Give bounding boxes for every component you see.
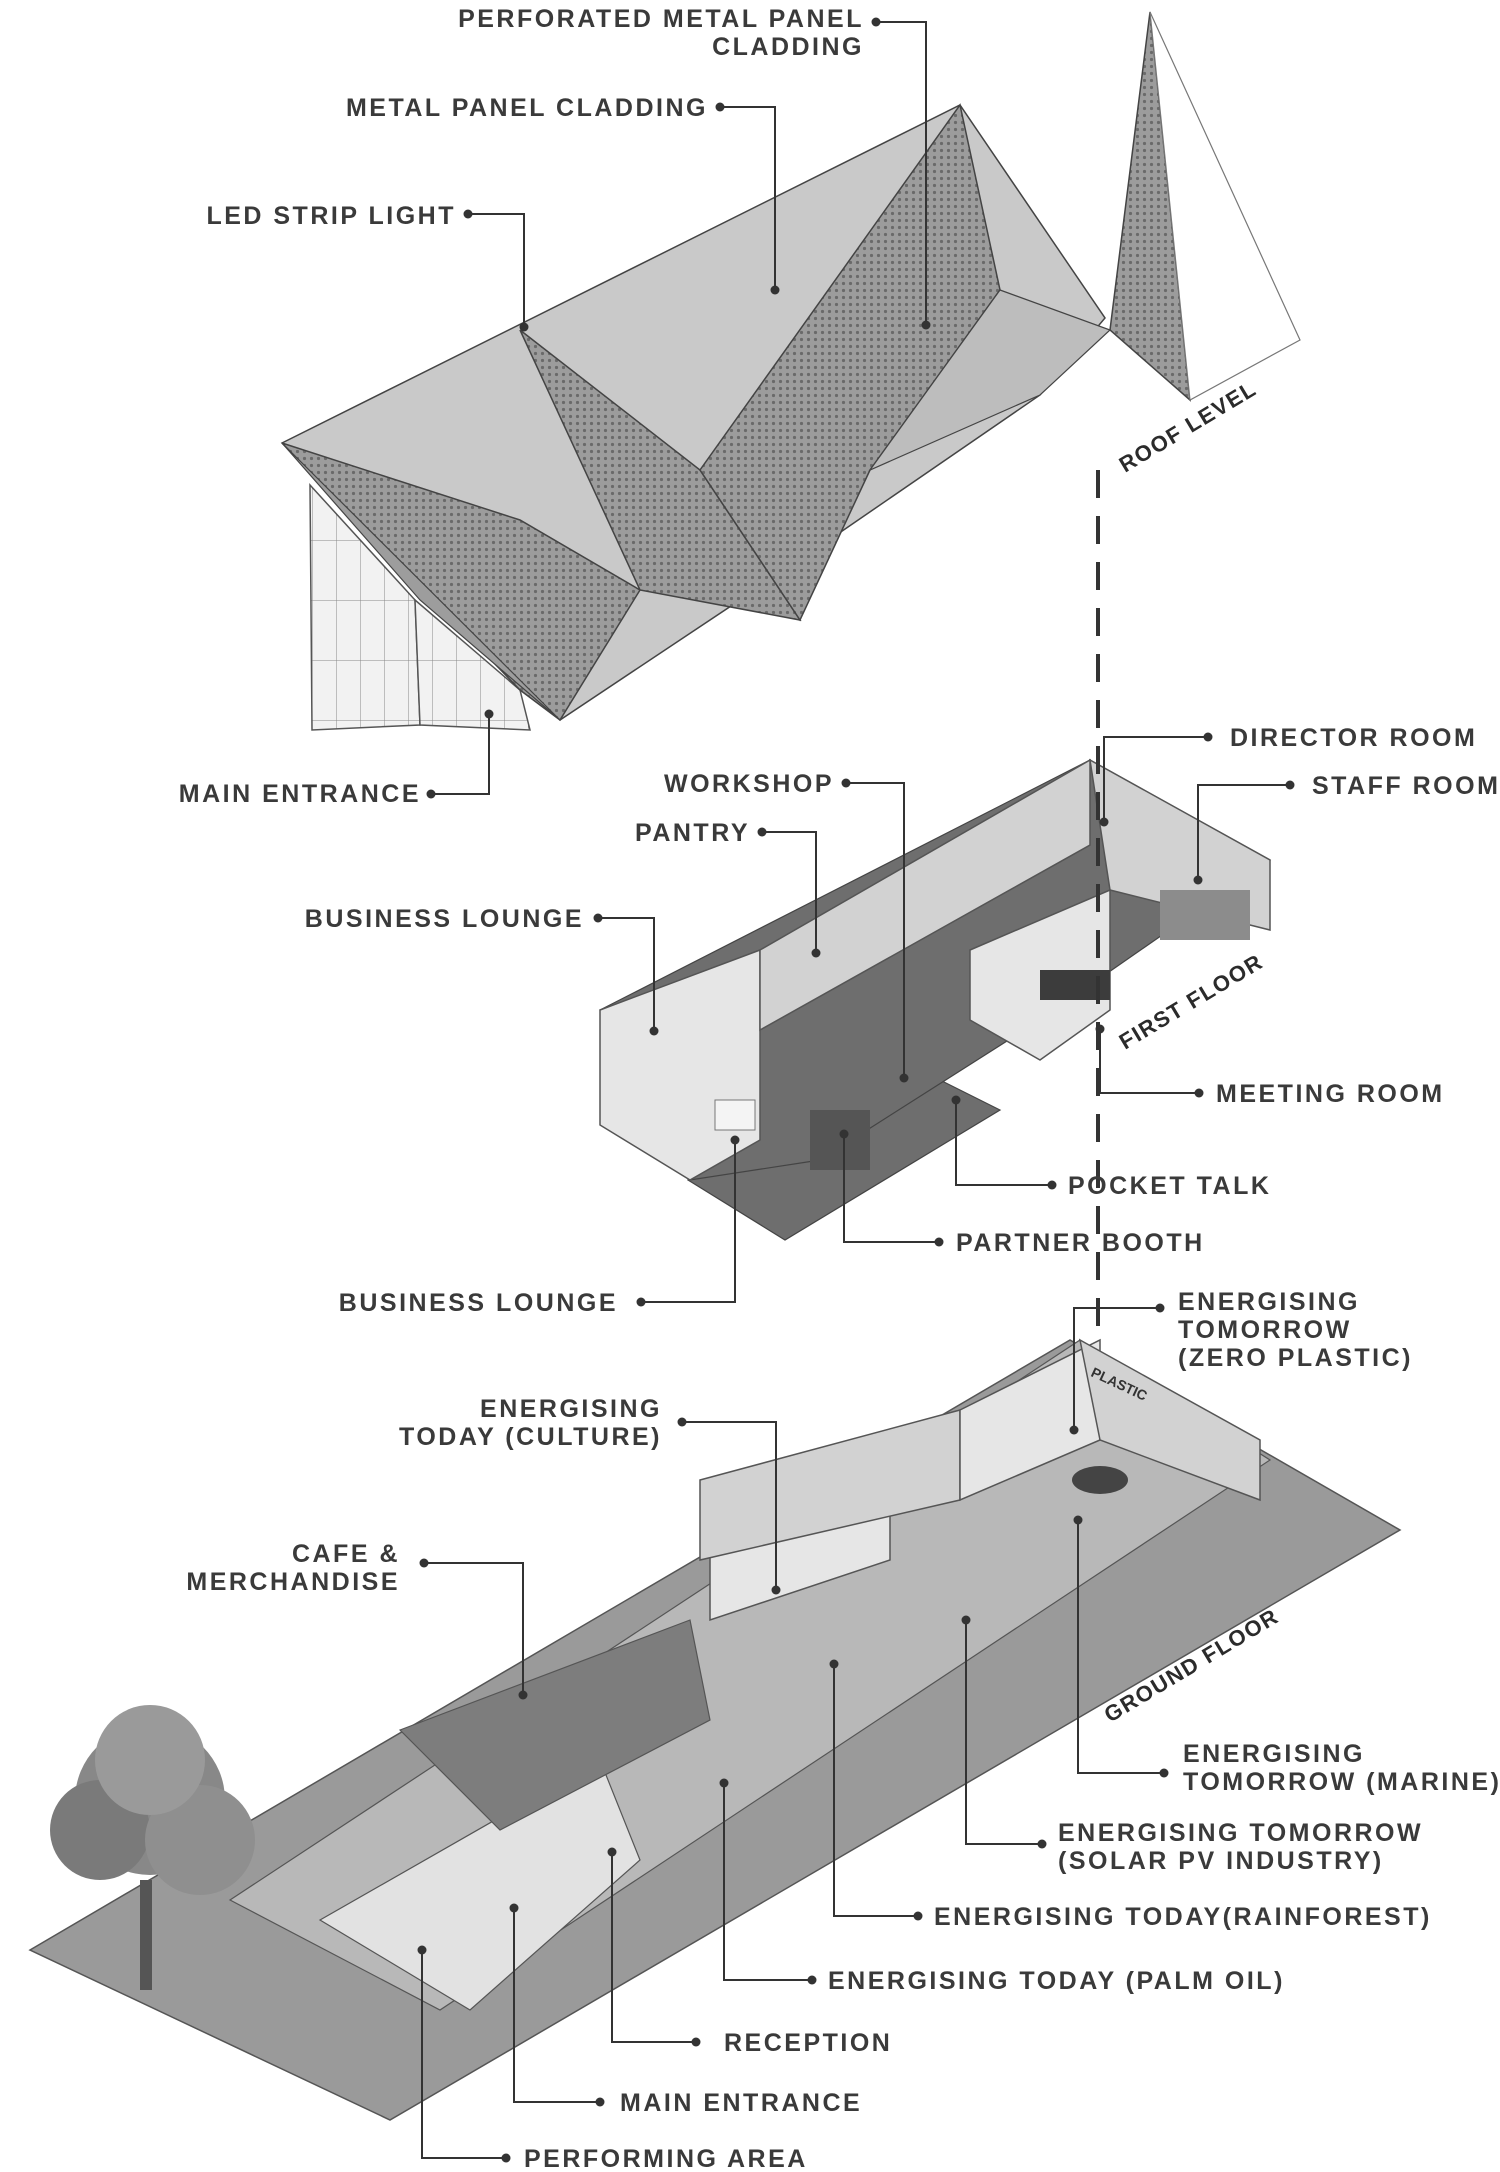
cafe-wall — [398, 1619, 711, 1831]
label-pantry: PANTRY — [635, 819, 750, 847]
label-performing-area: PERFORMING AREA — [524, 2145, 808, 2172]
label-culture-line1: ENERGISING — [480, 1395, 662, 1423]
label-zero-plastic-line3: (ZERO PLASTIC) — [1178, 1344, 1413, 1372]
label-reception: RECEPTION — [724, 2029, 892, 2057]
first-floor-model — [599, 758, 1272, 1241]
plastic-gallery-wall — [1078, 1338, 1261, 1502]
label-staff-room: STAFF ROOM — [1312, 772, 1500, 800]
label-business-lounge-2: BUSINESS LOUNGE — [339, 1289, 618, 1317]
label-culture-line2: TODAY (CULTURE) — [399, 1423, 662, 1451]
ground-floor-model: PLASTIC — [28, 1338, 1402, 2121]
zero-plastic-sculpture — [1072, 1466, 1128, 1494]
label-zero-plastic-line1: ENERGISING — [1178, 1288, 1360, 1316]
roof-underside — [281, 442, 561, 721]
label-zero-plastic-line2: TOMORROW — [1178, 1316, 1352, 1344]
roof-lower-panel — [868, 289, 1112, 472]
label-marine-line1: ENERGISING — [1183, 1740, 1365, 1768]
label-palm-oil: ENERGISING TODAY (PALM OIL) — [828, 1967, 1285, 1995]
glass-facade-side — [414, 598, 531, 731]
label-pocket-talk: POCKET TALK — [1068, 1172, 1271, 1200]
label-marine-line2: TOMORROW (MARINE) — [1183, 1768, 1500, 1796]
leader-lines — [417, 17, 1295, 2163]
label-meeting-room: MEETING ROOM — [1216, 1080, 1445, 1108]
label-main-entrance-roof: MAIN ENTRANCE — [179, 780, 421, 808]
lounge-sofa — [714, 1099, 756, 1131]
workshop-back-wall — [759, 758, 1091, 1032]
roof-edge-panel — [1149, 11, 1301, 401]
first-floor-label: FIRST FLOOR — [1115, 949, 1268, 1054]
staff-desks — [1160, 890, 1250, 940]
label-perforated-line1: PERFORATED METAL PANEL — [458, 5, 864, 33]
label-solar-line2: (SOLAR PV INDUSTRY) — [1058, 1847, 1384, 1875]
tree-illustration — [50, 1705, 255, 1990]
label-business-lounge-1: BUSINESS LOUNGE — [305, 905, 584, 933]
label-partner-booth: PARTNER BOOTH — [956, 1229, 1205, 1257]
partner-booth-block — [810, 1110, 870, 1170]
label-main-entrance-ground: MAIN ENTRANCE — [620, 2089, 862, 2117]
label-workshop: WORKSHOP — [664, 770, 834, 798]
label-rainforest: ENERGISING TODAY(RAINFOREST) — [934, 1903, 1432, 1931]
label-cafe-line1: CAFE & — [292, 1540, 400, 1568]
label-led-strip: LED STRIP LIGHT — [206, 202, 456, 230]
label-director-room: DIRECTOR ROOM — [1230, 724, 1477, 752]
label-perforated-line2: CLADDING — [712, 33, 864, 61]
staff-room-wall — [1089, 758, 1271, 931]
callout-labels: PERFORATED METAL PANEL CLADDING METAL PA… — [179, 5, 1500, 2172]
label-solar-line1: ENERGISING TOMORROW — [1058, 1819, 1423, 1847]
label-cafe-line2: MERCHANDISE — [186, 1568, 400, 1596]
label-metal-panel: METAL PANEL CLADDING — [346, 94, 708, 122]
